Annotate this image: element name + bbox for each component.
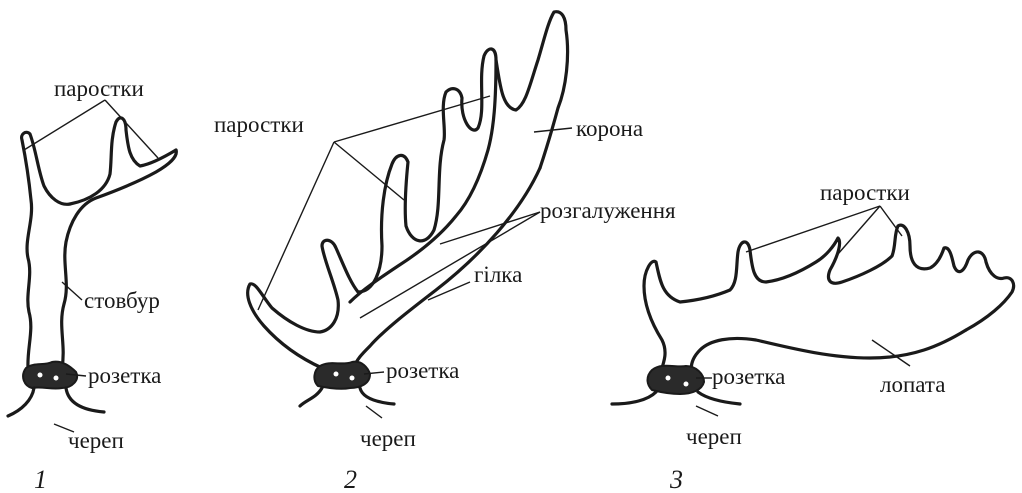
antler-2-tines-leader — [334, 96, 490, 142]
antler-1-right-outline — [62, 150, 177, 368]
antler-3-tines-label: паростки — [820, 180, 910, 205]
antler-3-burr — [648, 366, 705, 394]
antler-2-skull-right — [360, 388, 394, 404]
antler-1-burr-label: розетка — [88, 363, 161, 388]
antler-2-skull-label: череп — [360, 426, 416, 451]
antler-2-skull-leader — [366, 406, 382, 418]
antler-1-skull-left — [8, 388, 34, 416]
antler-1-burr-texture — [38, 373, 43, 378]
antler-2: паростки корона розгалуження гілка розет… — [214, 12, 676, 493]
antler-1-tines-leader — [24, 100, 105, 150]
antler-3-burr-texture — [684, 382, 689, 387]
antler-3-tines-leader — [880, 206, 902, 236]
antler-3-burr-label: розетка — [712, 364, 785, 389]
antler-2-number: 2 — [344, 465, 357, 493]
antler-1-fork-outline — [70, 118, 176, 204]
antler-2-crown-label: корона — [576, 116, 643, 141]
antler-1: паростки стовбур розетка череп 1 — [8, 76, 176, 493]
antler-2-branch-label: гілка — [474, 262, 522, 287]
antler-3-skull-left — [612, 392, 656, 404]
antler-2-tines-label: паростки — [214, 112, 304, 137]
antler-2-skull-left — [300, 388, 322, 406]
antler-1-beam-label: стовбур — [84, 288, 160, 313]
antler-3-palm-leader — [872, 340, 910, 366]
antler-2-upper-outline — [248, 12, 568, 368]
antler-1-number: 1 — [34, 465, 47, 493]
antler-3: паростки розетка лопата череп 3 — [612, 180, 1014, 493]
antler-3-palm-label: лопата — [880, 372, 945, 397]
antler-1-burr — [23, 362, 77, 389]
antler-3-skull-label: череп — [686, 424, 742, 449]
antler-1-tines-label: паростки — [54, 76, 144, 101]
antler-2-tines-leader — [258, 142, 334, 310]
antler-2-burr-texture — [350, 376, 355, 381]
antler-3-number: 3 — [669, 465, 683, 493]
antler-3-skull-right — [698, 392, 740, 404]
antler-2-burr — [314, 362, 370, 389]
antler-2-branching-label: розгалуження — [540, 198, 676, 223]
antler-2-burr-label: розетка — [386, 358, 459, 383]
antler-1-skull-right — [66, 388, 104, 412]
antler-1-skull-label: череп — [68, 428, 124, 453]
antler-2-burr-texture — [334, 372, 339, 377]
antler-3-skull-leader — [696, 406, 718, 416]
antler-3-burr-texture — [666, 376, 671, 381]
antler-1-burr-texture — [54, 376, 59, 381]
antler-2-tines-leader — [334, 142, 404, 200]
